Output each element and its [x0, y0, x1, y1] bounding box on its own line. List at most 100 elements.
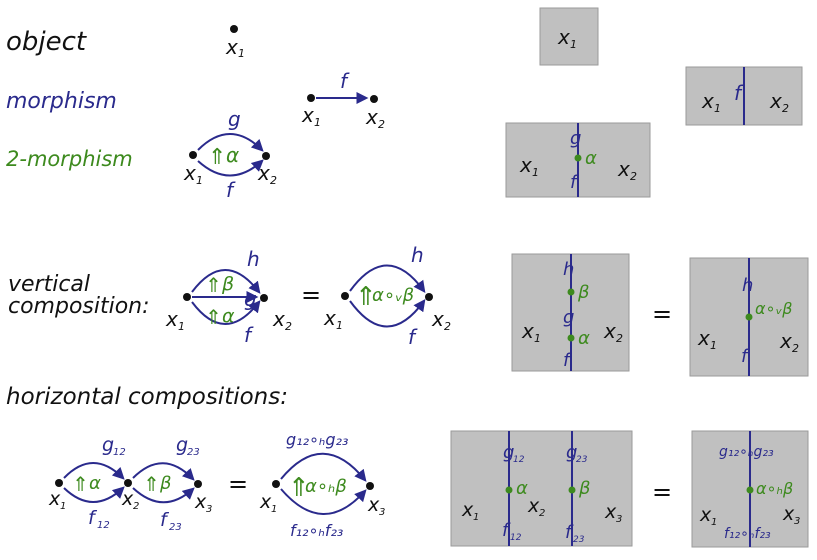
- svg-text:2: 2: [444, 320, 451, 333]
- heading-composition: composition:: [8, 294, 150, 319]
- svg-text:23: 23: [187, 447, 200, 458]
- svg-text:12: 12: [510, 533, 522, 543]
- svg-text:x: x: [272, 307, 285, 331]
- svg-text:α∘ₕβ: α∘ₕβ: [756, 479, 793, 498]
- svg-text:x: x: [367, 494, 380, 516]
- svg-text:x: x: [603, 319, 616, 343]
- svg-text:f: f: [160, 509, 170, 531]
- svg-text:⇑: ⇑: [72, 472, 89, 496]
- svg-text:1: 1: [714, 102, 721, 115]
- svg-text:x: x: [259, 491, 272, 513]
- svg-text:f: f: [226, 178, 236, 202]
- svg-text:x: x: [699, 504, 712, 526]
- svg-text:α: α: [89, 473, 101, 494]
- svg-text:α: α: [222, 305, 235, 327]
- svg-text:f: f: [244, 323, 254, 347]
- svg-text:x: x: [431, 307, 444, 331]
- object-diagram: x 1: [225, 25, 245, 60]
- svg-text:α∘ₕβ: α∘ₕβ: [305, 476, 347, 497]
- string-vertical-rhs: h α∘ᵥβ f x 1 x 2: [689, 257, 809, 377]
- svg-text:h: h: [742, 275, 753, 296]
- svg-text:⇑: ⇑: [208, 145, 226, 170]
- svg-text:α: α: [578, 328, 590, 349]
- svg-text:⇑: ⇑: [205, 305, 222, 329]
- equals-horizontal-globular: =: [228, 470, 248, 498]
- vertical-composition-rhs: h f ⇑ α∘ᵥβ x 1 x 2: [323, 243, 451, 349]
- heading-2-morphism: 2-morphism: [6, 147, 133, 171]
- equals-vertical-globular: =: [301, 281, 321, 309]
- svg-text:12: 12: [113, 447, 126, 458]
- svg-text:x: x: [194, 491, 207, 513]
- svg-text:g: g: [244, 287, 257, 311]
- svg-text:g₁₂∘ₕg₂₃: g₁₂∘ₕg₂₃: [286, 430, 348, 449]
- svg-text:1: 1: [178, 320, 185, 333]
- string-two-morphism-box: g f α x 1 x 2: [505, 122, 651, 198]
- svg-text:f: f: [502, 520, 511, 541]
- svg-text:⇑: ⇑: [288, 473, 310, 503]
- morphism-diagram: f x 1 x 2: [301, 69, 385, 131]
- svg-text:g: g: [563, 307, 574, 328]
- svg-text:3: 3: [379, 507, 385, 518]
- svg-text:g: g: [503, 442, 514, 463]
- svg-text:1: 1: [532, 166, 539, 179]
- svg-text:x: x: [48, 488, 61, 510]
- svg-text:β: β: [577, 282, 590, 303]
- string-vertical-lhs: h β g α f x 1 x 2: [511, 253, 630, 372]
- svg-text:β: β: [221, 273, 234, 295]
- svg-text:h: h: [563, 259, 574, 280]
- svg-text:α: α: [516, 478, 528, 499]
- svg-text:x: x: [519, 153, 532, 177]
- svg-text:2: 2: [270, 174, 277, 187]
- svg-text:1: 1: [710, 339, 717, 352]
- heading-object: object: [6, 27, 87, 57]
- heading-vertical: vertical: [8, 272, 90, 297]
- svg-text:x: x: [779, 329, 792, 353]
- svg-text:2: 2: [378, 118, 385, 131]
- svg-text:x: x: [769, 89, 782, 113]
- svg-text:2: 2: [782, 102, 789, 115]
- svg-text:x: x: [121, 488, 134, 510]
- svg-text:g: g: [176, 434, 188, 456]
- horizontal-composition-lhs: g 12 g 23 f 12 f 23 ⇑ α ⇑ β x 1 x 2 x 3: [48, 434, 212, 533]
- svg-text:f: f: [88, 507, 98, 529]
- svg-text:x: x: [782, 503, 795, 525]
- svg-text:1: 1: [473, 512, 479, 523]
- two-morphism-diagram: g f ⇑ α x 1 x 2: [183, 107, 277, 202]
- svg-text:1: 1: [271, 504, 277, 515]
- svg-text:1: 1: [314, 116, 321, 129]
- svg-text:f₁₂∘ₕf₂₃: f₁₂∘ₕf₂₃: [724, 526, 771, 542]
- svg-text:x: x: [257, 161, 270, 185]
- svg-text:α: α: [585, 148, 597, 169]
- vertical-composition-lhs: h g f ⇑ β ⇑ α x 1 x 2: [165, 247, 292, 347]
- svg-text:x: x: [323, 306, 336, 330]
- svg-text:g: g: [228, 107, 241, 131]
- svg-text:3: 3: [206, 504, 212, 515]
- svg-text:β: β: [159, 473, 172, 494]
- svg-text:x: x: [165, 307, 178, 331]
- svg-text:x: x: [617, 157, 630, 181]
- svg-text:2: 2: [630, 170, 637, 183]
- svg-text:x: x: [183, 161, 196, 185]
- svg-text:⇑: ⇑: [143, 472, 160, 496]
- svg-text:2: 2: [285, 320, 292, 333]
- svg-text:x: x: [527, 495, 540, 517]
- svg-text:1: 1: [336, 319, 343, 332]
- svg-text:2: 2: [616, 332, 623, 345]
- svg-text:x: x: [461, 499, 474, 521]
- svg-text:f: f: [734, 81, 744, 105]
- svg-text:x: x: [604, 501, 617, 523]
- svg-text:⇑: ⇑: [355, 282, 377, 312]
- svg-text:12: 12: [97, 520, 110, 531]
- svg-text:2: 2: [792, 342, 799, 355]
- svg-text:3: 3: [616, 514, 622, 525]
- svg-text:x: x: [521, 319, 534, 343]
- svg-text:3: 3: [794, 516, 800, 527]
- svg-text:h: h: [411, 243, 424, 267]
- string-object-box: x 1: [539, 7, 599, 66]
- svg-text:g: g: [102, 434, 114, 456]
- svg-text:2: 2: [539, 508, 545, 519]
- svg-text:12: 12: [513, 455, 525, 465]
- heading-horizontal-compositions: horizontal compositions:: [6, 384, 288, 410]
- string-horizontal-lhs: g 12 g 23 α β f 12 f 23 x 1 x 2 x 3: [450, 430, 633, 547]
